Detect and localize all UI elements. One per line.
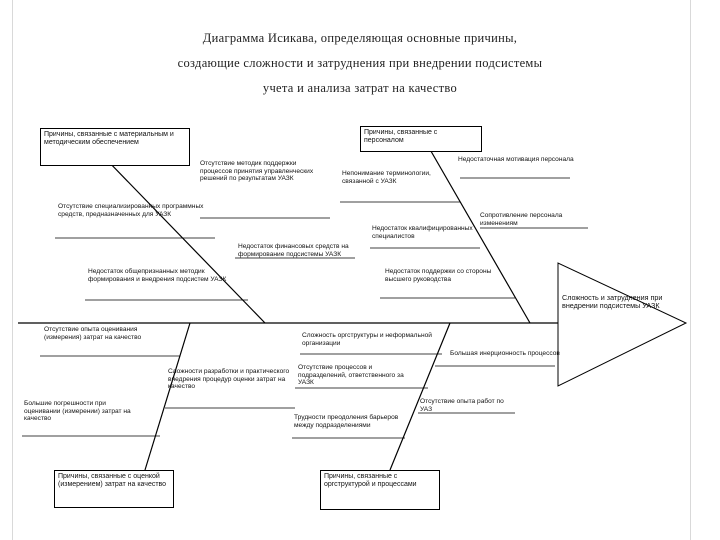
- cause-motivation: Недостаточная мотивация персонала: [458, 156, 574, 163]
- cause-software: Отсутствие специализированных программны…: [58, 203, 204, 218]
- cause-inertia: Большая инерционность процессов: [450, 350, 560, 357]
- cause-org-complexity: Сложность оргструктуры и неформальной ор…: [302, 332, 432, 347]
- category-box-materials: Причины, связанные с материальным и мето…: [40, 128, 190, 166]
- diagram-lines: [18, 145, 688, 471]
- ishikawa-diagram: Причины, связанные с материальным и мето…: [10, 118, 710, 532]
- cause-no-department: Отсутствие процессов и подразделений, от…: [298, 364, 404, 387]
- cause-resistance: Сопротивление персонала изменениям: [480, 212, 563, 227]
- cause-measurement-errors: Большие погрешности при оценивании (изме…: [24, 400, 131, 423]
- problem-head-label: Сложность и затруднения при внедрении по…: [562, 293, 663, 311]
- cause-management-support: Недостаток поддержки со стороны высшего …: [385, 268, 492, 283]
- cause-terminology: Непонимание терминологии, связанной с УА…: [342, 170, 431, 185]
- title-line-2: создающие сложности и затруднения при вн…: [177, 56, 543, 70]
- category-box-structure: Причины, связанные с оргструктурой и про…: [320, 470, 440, 510]
- title-line-3: учета и анализа затрат на качество: [262, 81, 458, 95]
- slide-frame-left: [12, 0, 13, 540]
- cause-barriers: Трудности преодоления барьеров между под…: [294, 414, 399, 429]
- cause-methods-support: Отсутствие методик поддержки процессов п…: [200, 160, 314, 183]
- cause-no-experience: Отсутствие опыта оценивания (измерения) …: [44, 326, 142, 341]
- category-box-measurement: Причины, связанные с оценкой (измерением…: [54, 470, 174, 508]
- title-line-1: Диаграмма Исикава, определяющая основные…: [202, 31, 518, 45]
- cause-procedures: Сложности разработки и практического вне…: [168, 368, 290, 391]
- category-box-personnel: Причины, связанные с персоналом: [360, 126, 482, 152]
- slide-title: Диаграмма Исикава, определяющая основные…: [40, 26, 680, 101]
- cause-funding: Недостаток финансовых средств на формиро…: [238, 243, 349, 258]
- cause-methodologies: Недостаток общепризнанных методик формир…: [88, 268, 227, 283]
- cause-no-work-experience: Отсутствие опыта работ по УАЗ: [420, 398, 504, 413]
- slide-frame-right: [690, 0, 691, 540]
- cause-specialists: Недостаток квалифицированных специалисто…: [372, 225, 473, 240]
